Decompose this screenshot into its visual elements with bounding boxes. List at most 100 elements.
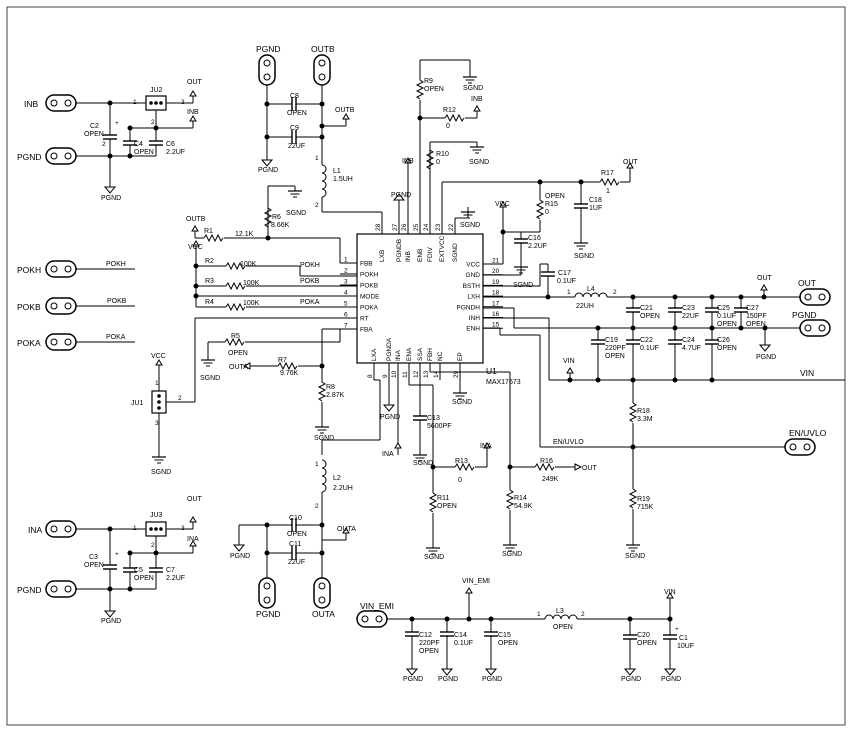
svg-text:150PF: 150PF	[746, 313, 767, 320]
svg-text:715K: 715K	[637, 504, 654, 511]
ic-pin-number: 5	[344, 301, 348, 308]
svg-text:INB: INB	[471, 96, 483, 103]
ic-pin-name: FBH	[427, 348, 434, 361]
svg-text:C10: C10	[289, 515, 302, 522]
svg-text:1.5UH: 1.5UH	[333, 176, 353, 183]
svg-text:INA: INA	[187, 536, 199, 543]
svg-text:OPEN: OPEN	[437, 503, 457, 510]
ic-pin-number: 15	[492, 322, 500, 329]
svg-text:1: 1	[315, 155, 319, 162]
ic-pin-name: RT	[360, 316, 369, 323]
svg-text:R4: R4	[205, 299, 214, 306]
svg-text:R18: R18	[637, 408, 650, 415]
svg-text:OPEN: OPEN	[717, 321, 737, 328]
svg-text:1: 1	[133, 525, 137, 532]
svg-text:C11: C11	[289, 541, 301, 548]
svg-text:OPEN: OPEN	[717, 345, 737, 352]
svg-text:0.1UF: 0.1UF	[640, 345, 659, 352]
svg-text:SGND: SGND	[469, 159, 489, 166]
ic-pin-number: 12	[413, 370, 420, 378]
svg-text:INA: INA	[480, 443, 492, 450]
ic-pin-name: SSA	[417, 347, 424, 361]
ic-pin-name: VCC	[466, 262, 480, 269]
ic-pin-number: 11	[402, 371, 409, 378]
svg-text:C18: C18	[589, 197, 602, 204]
ic-pin-name: LXH	[467, 294, 480, 301]
pok-connectors: POKH POKH POKB POKB POKA POKA	[17, 260, 135, 351]
svg-text:R1: R1	[204, 228, 213, 235]
svg-text:OPEN: OPEN	[637, 640, 657, 647]
svg-text:C20: C20	[637, 632, 650, 639]
svg-text:C9: C9	[290, 125, 299, 132]
svg-text:2: 2	[151, 542, 155, 549]
ic-pin-name: FBA	[360, 327, 373, 334]
svg-text:1: 1	[537, 611, 541, 618]
svg-text:2.2UF: 2.2UF	[528, 243, 547, 250]
svg-text:0: 0	[458, 477, 462, 484]
svg-text:OPEN: OPEN	[605, 353, 625, 360]
svg-text:1: 1	[315, 461, 319, 468]
svg-text:100K: 100K	[243, 300, 260, 307]
ic-pin-number: 18	[492, 290, 500, 297]
svg-text:5600PF: 5600PF	[427, 423, 452, 430]
svg-text:OPEN: OPEN	[545, 193, 565, 200]
svg-text:C26: C26	[717, 337, 730, 344]
svg-text:2: 2	[581, 611, 585, 618]
svg-text:0.1UF: 0.1UF	[454, 640, 473, 647]
ic-u1-body	[356, 233, 484, 364]
svg-text:PGND: PGND	[482, 676, 502, 683]
svg-text:VIN_EMI: VIN_EMI	[462, 578, 490, 585]
svg-text:12.1K: 12.1K	[235, 231, 254, 238]
frame-border	[6, 6, 846, 726]
svg-text:OPEN: OPEN	[228, 350, 248, 357]
svg-text:C17: C17	[558, 270, 571, 277]
svg-text:C22: C22	[640, 337, 653, 344]
svg-text:C27: C27	[746, 305, 759, 312]
svg-text:OPEN: OPEN	[287, 531, 307, 538]
ic-pin-number: 24	[423, 223, 430, 231]
svg-text:VIN_EMI: VIN_EMI	[360, 601, 394, 611]
svg-text:JU1: JU1	[131, 400, 144, 407]
svg-text:VCC: VCC	[151, 353, 166, 360]
ic-pin-name: INA	[395, 350, 402, 362]
svg-text:R5: R5	[231, 333, 240, 340]
svg-text:PGND: PGND	[792, 310, 817, 320]
svg-text:VIN: VIN	[800, 368, 814, 378]
ic-pin-name: SGND	[452, 243, 459, 262]
svg-text:C14: C14	[454, 632, 467, 639]
svg-text:R2: R2	[205, 258, 214, 265]
ic-pin-number: 6	[344, 312, 348, 319]
svg-text:SGND: SGND	[424, 554, 444, 561]
ic-pin-number: 22	[448, 223, 455, 231]
svg-text:SGND: SGND	[625, 553, 645, 560]
svg-text:22UF: 22UF	[288, 143, 305, 150]
ic-pin-name: FBB	[360, 261, 373, 268]
svg-text:OUT: OUT	[187, 496, 203, 503]
svg-text:2.2UF: 2.2UF	[166, 575, 185, 582]
svg-text:POKA: POKA	[106, 334, 126, 341]
svg-text:POKB: POKB	[107, 298, 127, 305]
bottom-pin-network: PGND INA SGND C13 5600PF INA R13 0 R11OP…	[321, 363, 598, 561]
svg-text:OUT: OUT	[798, 278, 816, 288]
svg-text:R9: R9	[424, 78, 433, 85]
svg-text:PGND: PGND	[256, 44, 281, 54]
ic-pin-name: INH	[469, 315, 481, 322]
svg-text:8.66K: 8.66K	[271, 222, 290, 229]
svg-text:PGND: PGND	[438, 676, 458, 683]
svg-text:C24: C24	[682, 337, 695, 344]
svg-text:INA: INA	[382, 451, 394, 458]
svg-text:R8: R8	[326, 384, 335, 391]
svg-text:2.2UH: 2.2UH	[333, 485, 353, 492]
ic-pin-number: 25	[413, 223, 420, 231]
ic-pin-name: INB	[405, 251, 412, 262]
svg-text:OUTB: OUTB	[186, 216, 206, 223]
svg-text:VIN: VIN	[563, 358, 575, 365]
svg-text:PGND: PGND	[391, 192, 411, 199]
svg-text:OUTA: OUTA	[337, 526, 356, 533]
svg-text:L1: L1	[333, 168, 341, 175]
svg-text:VIN: VIN	[664, 589, 676, 596]
svg-text:OPEN: OPEN	[287, 110, 307, 117]
svg-text:R6: R6	[272, 214, 281, 221]
